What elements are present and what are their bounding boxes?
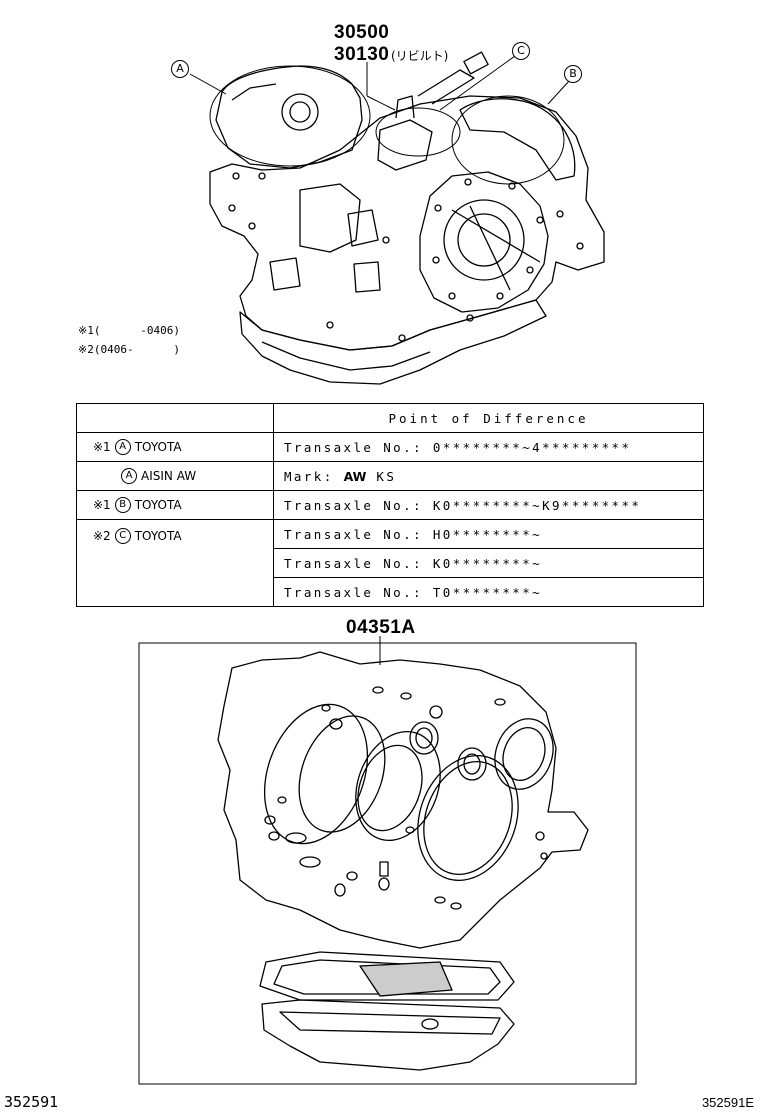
circle-a-icon: A — [114, 439, 131, 455]
table-header-row: Point of Difference — [76, 403, 704, 433]
table-row: ※1 A TOYOTA Transaxle No.: 0********~4**… — [76, 432, 704, 462]
footer-right-code: 352591E — [701, 1095, 754, 1110]
callout-b-icon: B — [564, 65, 582, 83]
footer-left-code: 352591 — [4, 1093, 59, 1111]
callout-ellipse-a — [209, 65, 371, 167]
gasket-kit-drawing — [138, 636, 637, 1085]
note-2: ※2(0406- ) — [78, 343, 180, 356]
part-number-04351a: 04351A — [346, 617, 416, 638]
circle-b-icon: B — [114, 497, 131, 513]
circle-a-icon: A — [121, 468, 137, 484]
callout-ellipse-b — [451, 95, 565, 185]
callout-c-icon: C — [512, 42, 530, 60]
table-row: Transaxle No.: K0********~ — [77, 548, 704, 578]
callout-a-icon: A — [171, 60, 189, 78]
callout-ellipse-c — [375, 107, 461, 157]
point-of-difference-table: Point of Difference ※1 A TOYOTA Transaxl… — [76, 403, 704, 607]
table-row: Transaxle No.: T0********~ — [77, 577, 704, 607]
kit-frame — [138, 642, 637, 1085]
circle-c-icon: C — [114, 528, 131, 544]
table-row: A AISIN AW Mark: AW KS — [76, 461, 704, 491]
part-number-30130: 30130 — [334, 44, 390, 65]
transaxle-assembly-drawing — [189, 51, 605, 385]
note-1: ※1( -0406) — [78, 324, 180, 337]
table-header: Point of Difference — [273, 403, 704, 433]
table-row: ※2 C TOYOTA Transaxle No.: H0********~ — [76, 519, 704, 607]
table-row: ※1 B TOYOTA Transaxle No.: K0********~K9… — [76, 490, 704, 520]
part-number-30500: 30500 — [334, 22, 390, 43]
aisin-aw-logo: AW — [343, 468, 367, 484]
rebuilt-label: (リビルト) — [391, 49, 449, 63]
